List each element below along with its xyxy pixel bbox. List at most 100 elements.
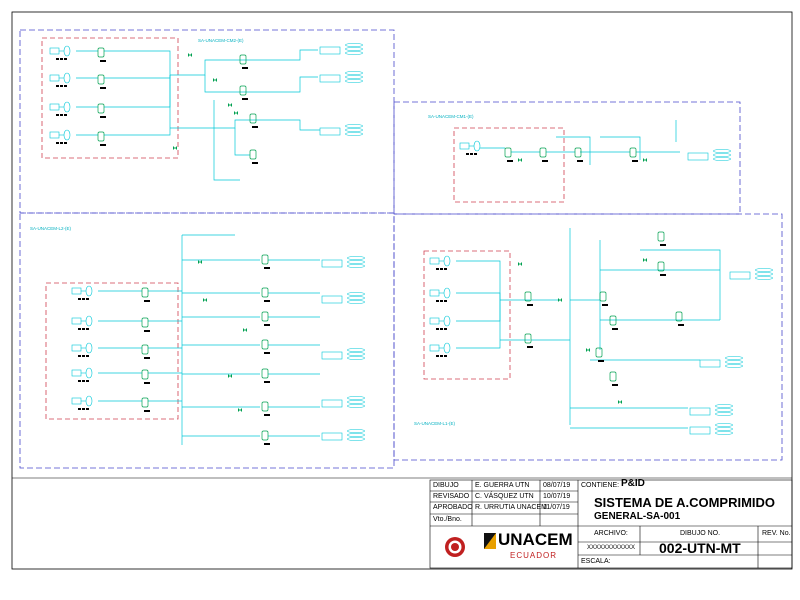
dryer-icon	[504, 147, 512, 158]
dryer-icon	[261, 368, 269, 379]
user-bubble	[714, 412, 734, 416]
tag-block	[60, 114, 63, 116]
tag-block	[440, 268, 443, 270]
dryer-icon	[141, 369, 149, 380]
valve-icon	[173, 146, 177, 150]
dryer-icon	[595, 347, 603, 358]
user-bubble	[344, 47, 364, 51]
tag-block	[466, 153, 469, 155]
user-bubble	[346, 437, 366, 441]
pipe-line	[600, 136, 641, 160]
tag-block	[470, 153, 473, 155]
consumer-box	[321, 399, 343, 408]
dryer-icon	[609, 371, 617, 382]
user-bubble	[346, 256, 366, 260]
compressor-room-l2	[45, 282, 179, 420]
role-aprobado: APROBADO	[433, 504, 473, 511]
name-dibujo: E. GUERRA UTN	[475, 482, 530, 489]
pipe-line	[240, 49, 318, 61]
tag-block	[56, 58, 59, 60]
tag-block	[264, 443, 270, 445]
consumer-box	[321, 351, 343, 360]
tag-block	[100, 116, 106, 118]
user-bubble	[346, 429, 366, 433]
tag-block	[100, 60, 106, 62]
role-revisado: REVISADO	[433, 493, 470, 500]
tag-block	[444, 328, 447, 330]
area-cm2	[19, 29, 395, 214]
tag-block	[444, 355, 447, 357]
user-bubble	[346, 352, 366, 356]
tag-block	[56, 114, 59, 116]
user-bubble	[714, 427, 734, 431]
tag-block	[436, 355, 439, 357]
dryer-icon	[261, 254, 269, 265]
archivo-label: ARCHIVO:	[594, 530, 628, 537]
tag-block	[82, 355, 85, 357]
dryer-icon	[261, 339, 269, 350]
valve-icon	[188, 53, 192, 57]
user-bubble	[344, 75, 364, 79]
dryer-icon	[574, 147, 582, 158]
dryer-icon	[239, 85, 247, 96]
company-country: ECUADOR	[510, 551, 558, 560]
tag-block	[78, 408, 81, 410]
dryer-icon	[141, 317, 149, 328]
user-bubble	[346, 396, 366, 400]
pipe-line	[556, 136, 591, 165]
tag-block	[602, 304, 608, 306]
tag-block	[440, 300, 443, 302]
user-bubble	[714, 408, 734, 412]
tag-block	[252, 126, 258, 128]
name-revisado: C. VÁSQUEZ UTN	[475, 493, 534, 500]
tag-block	[78, 380, 81, 382]
rev-no-label: REV. No.	[762, 530, 791, 537]
tag-block	[440, 355, 443, 357]
drawing-title: SISTEMA DE A.COMPRIMIDO	[594, 495, 776, 510]
dryer-icon	[261, 311, 269, 322]
tag-block	[660, 274, 666, 276]
tag-block	[264, 414, 270, 416]
pipe-line	[170, 119, 250, 129]
valve-icon	[243, 328, 247, 332]
user-bubble	[712, 153, 732, 157]
area-label-l1: SA-UNACEM-L1-(E)	[414, 421, 456, 426]
dryer-icon	[609, 315, 617, 326]
user-bubble	[754, 276, 774, 280]
user-bubble	[346, 296, 366, 300]
dibujo-no-value: 002-UTN-MT	[659, 540, 741, 556]
tag-block	[64, 85, 67, 87]
escala-label: ESCALA:	[581, 558, 611, 565]
pipe-line	[456, 260, 501, 300]
compressor-room-l1	[423, 250, 511, 380]
tag-block	[436, 328, 439, 330]
area-l1	[393, 213, 783, 461]
dryer-icon	[629, 147, 637, 158]
user-bubble	[714, 431, 734, 435]
tag-block	[144, 382, 150, 384]
tag-block	[64, 114, 67, 116]
contiene-value: P&ID	[621, 478, 645, 489]
valve-icon	[238, 408, 242, 412]
role-dibujo: DIBUJO	[433, 482, 459, 489]
archivo-value: XXXXXXXXXXXX	[587, 545, 636, 551]
contiene-label: CONTIENE:	[581, 482, 620, 489]
user-bubble	[346, 433, 366, 437]
consumer-box	[689, 426, 711, 435]
tag-block	[144, 410, 150, 412]
area-label-l2: SA-UNACEM-L2-(E)	[30, 226, 72, 231]
valve-icon	[198, 260, 202, 264]
pipe-line	[104, 75, 171, 136]
dryer-icon	[657, 231, 665, 242]
unacem-brand-logo	[484, 533, 496, 549]
tag-block	[660, 244, 666, 246]
valve-icon	[643, 158, 647, 162]
tag-block	[56, 142, 59, 144]
valve-icon	[203, 298, 207, 302]
tag-block	[56, 85, 59, 87]
user-bubble	[724, 356, 744, 360]
pipe-line	[204, 75, 240, 93]
user-bubble	[346, 404, 366, 408]
consumer-box	[321, 259, 343, 268]
consumer-box	[321, 295, 343, 304]
